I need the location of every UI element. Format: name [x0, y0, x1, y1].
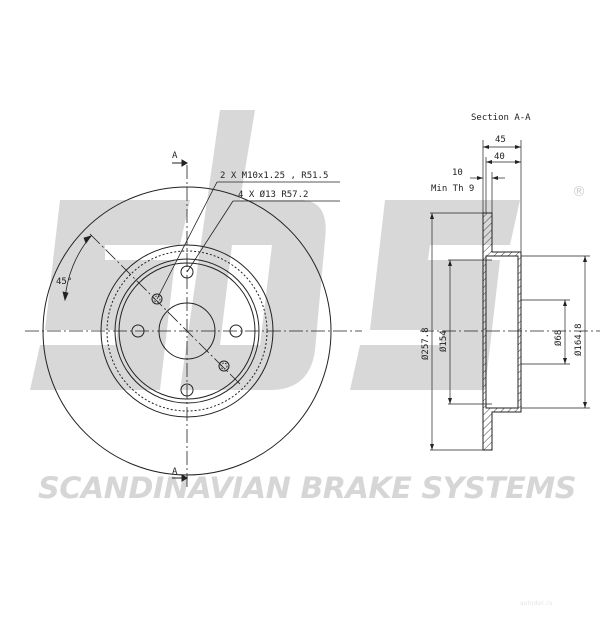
dim-thickness: 10: [452, 168, 463, 178]
threaded-hole-lower: [218, 360, 230, 372]
dim-overall-height: 45: [495, 135, 506, 145]
section-mark-top: A: [172, 151, 178, 161]
section-marks: [172, 159, 188, 482]
brand-line: SCANDINAVIAN BRAKE SYSTEMS: [38, 471, 576, 505]
section-mark-bottom: A: [172, 467, 178, 477]
dimension-arrows: [430, 145, 587, 450]
bolt-holes-note: 4 X Ø13 R57.2: [238, 189, 308, 200]
registered-mark: ®: [572, 184, 586, 200]
angle-label: 45°: [56, 277, 72, 287]
front-center-lines: [25, 165, 362, 490]
disc-cross-section: [482, 212, 522, 451]
angle-dimension: [62, 235, 92, 302]
section-dimensions: [420, 140, 600, 451]
hole-leaders: [156, 181, 340, 300]
dim-inner-diameter: Ø154: [438, 330, 449, 352]
dim-center-bore: Ø68: [553, 330, 564, 346]
dim-hat-diameter: Ø164.8: [573, 323, 584, 356]
threaded-holes-note: 2 X M10x1.25 , R51.5: [220, 171, 328, 181]
threaded-hole-upper: [151, 293, 163, 305]
dim-hat-height: 40: [494, 152, 505, 162]
credit-text: autodoc.ru: [520, 600, 553, 607]
min-thickness-label: Min Th 9: [431, 184, 474, 194]
section-title: Section A-A: [471, 113, 531, 123]
dim-outer-diameter: Ø257.8: [420, 327, 431, 360]
